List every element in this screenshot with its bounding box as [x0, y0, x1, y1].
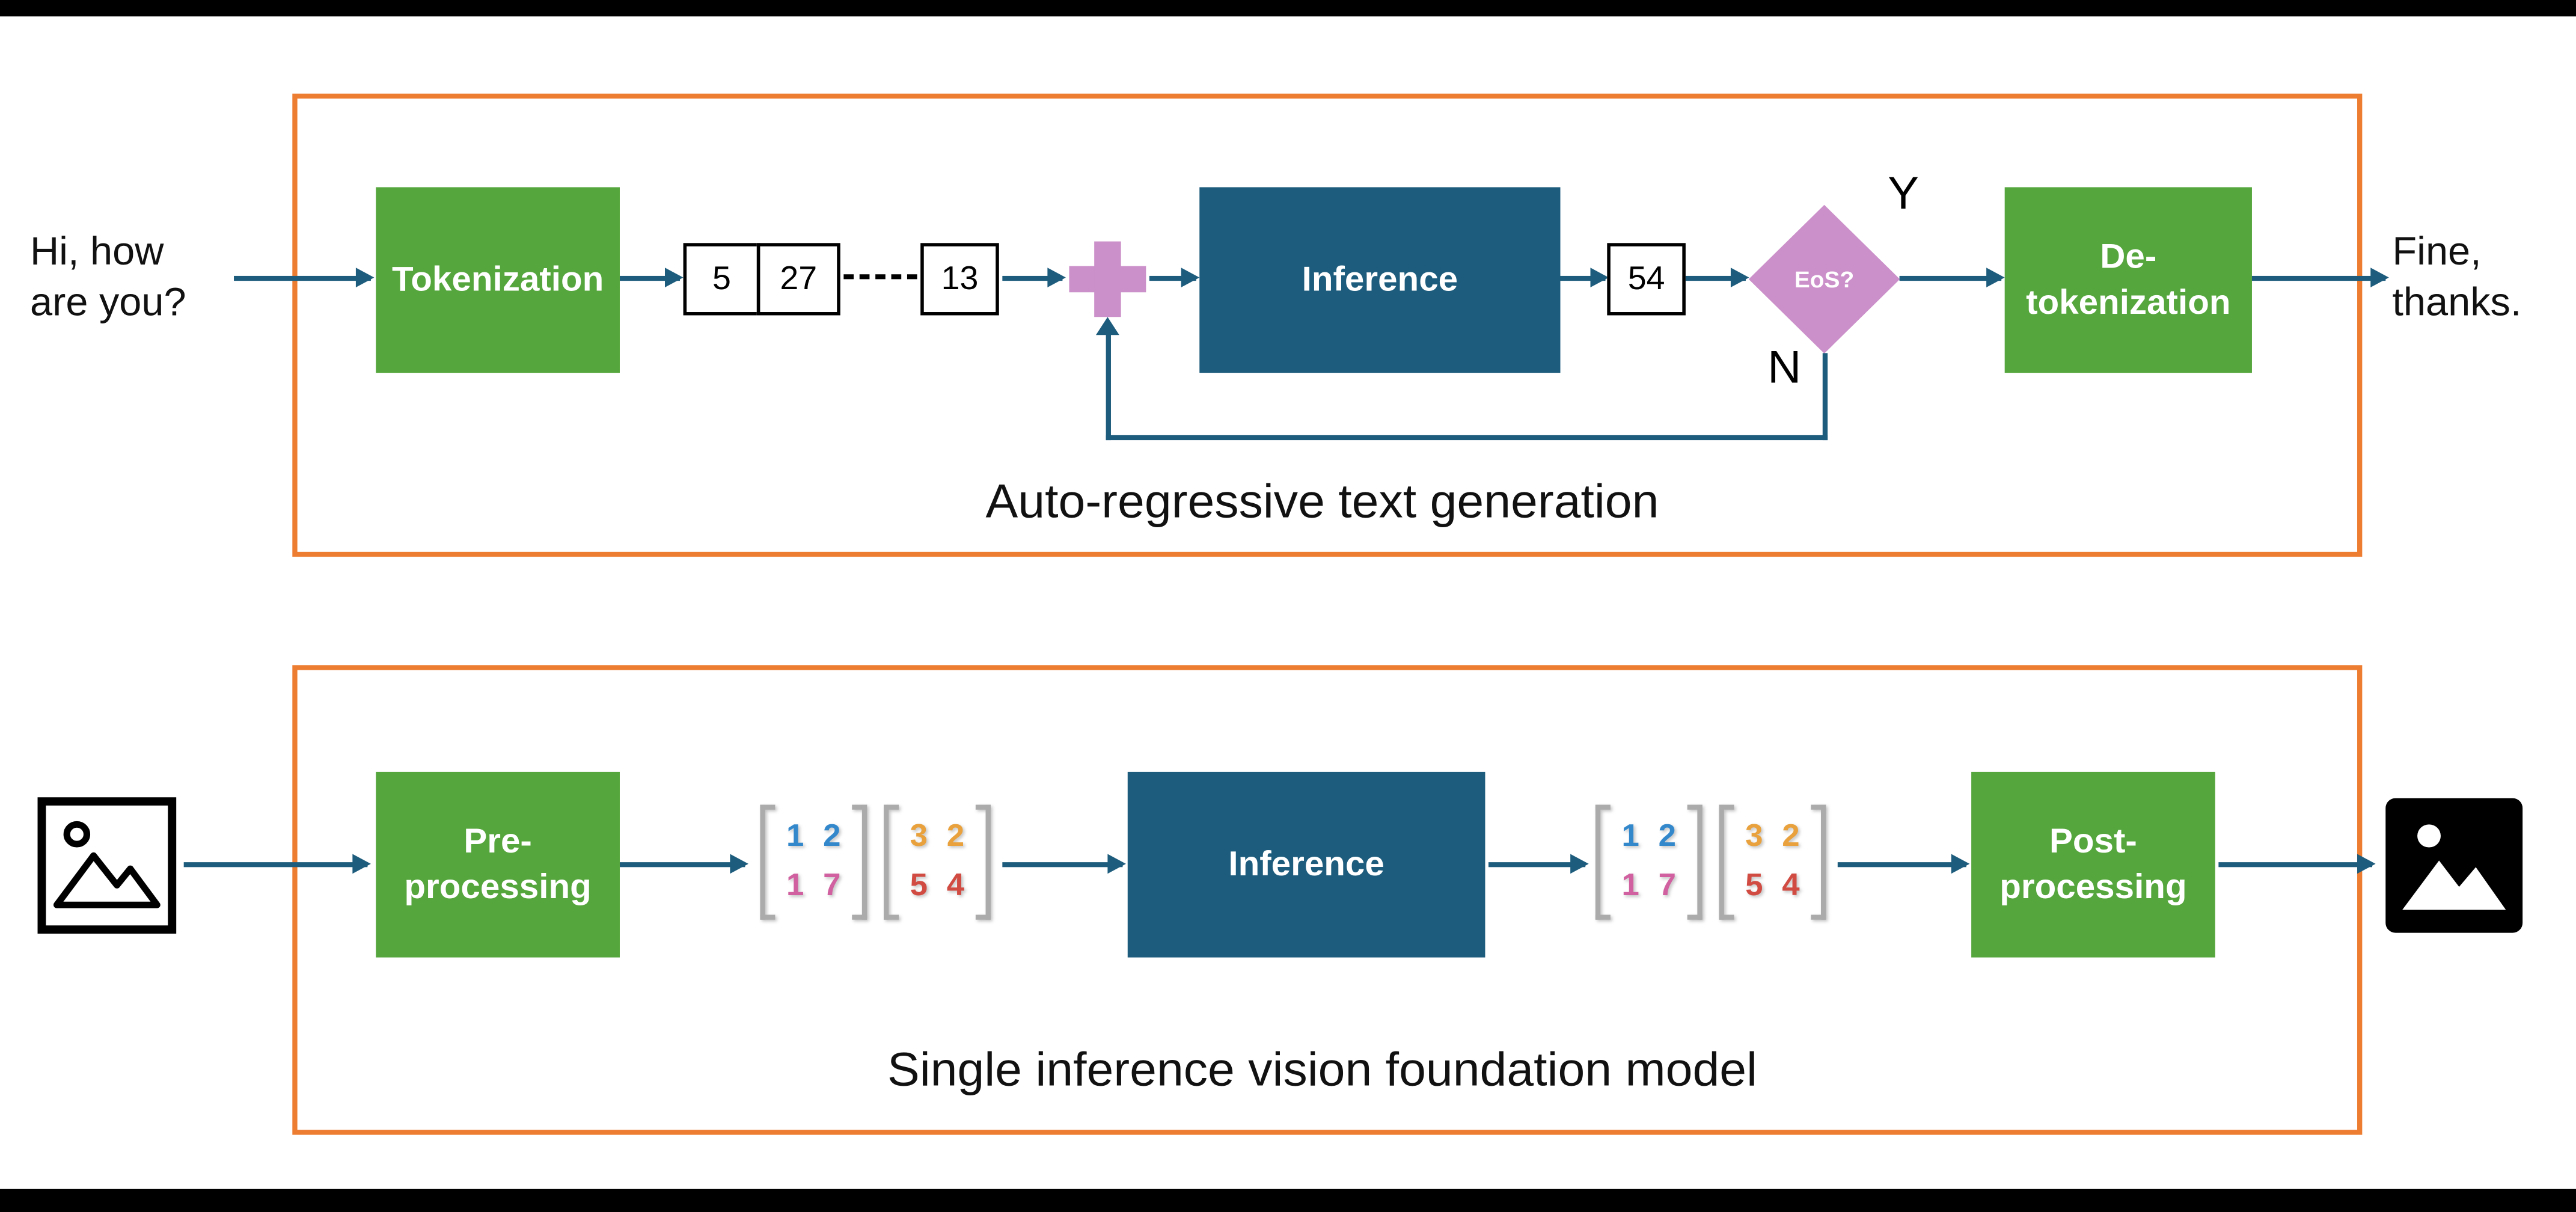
matrix-cell: 4 [946, 869, 965, 904]
flow-arrow [1560, 268, 1609, 288]
inference-box-text: Inference [1199, 187, 1561, 373]
postprocessing-box: Post- processing [1971, 771, 2215, 958]
postprocessing-line2: processing [1999, 868, 2187, 906]
matrix-cell: 3 [910, 819, 928, 854]
matrix-cell: 4 [1782, 869, 1800, 904]
text-generation-frame [292, 93, 2363, 557]
token-box: 13 [920, 243, 999, 316]
postprocessing-line1: Post- [2049, 823, 2137, 861]
loop-arrowhead-up [1095, 317, 1119, 335]
matrix-cell: 1 [1621, 869, 1639, 904]
matrix-right: 3 2 5 4 [1719, 804, 1826, 920]
flow-arrow [1837, 854, 1970, 874]
flow-arrow [1685, 268, 1749, 288]
inference-label: Inference [1302, 260, 1458, 299]
tokenization-box: Tokenization [376, 187, 620, 373]
token-box: 5 [683, 243, 760, 316]
vision-pipeline-caption: Single inference vision foundation model [887, 1044, 1758, 1097]
detokenization-line2: tokenization [2026, 283, 2231, 322]
output-token-box: 54 [1607, 243, 1686, 316]
flow-arrow [619, 268, 684, 288]
flow-arrow [234, 268, 375, 288]
matrix-cell: 2 [823, 819, 841, 854]
matrix-cell: 3 [1745, 819, 1763, 854]
postprocessing-label: Post- processing [1999, 820, 2186, 910]
tensor-matrices-output: 1 2 1 7 3 2 5 4 [1595, 804, 1826, 920]
preprocessing-line1: Pre- [463, 823, 532, 861]
token-box: 27 [756, 243, 840, 316]
output-text-line2: thanks. [2392, 281, 2522, 326]
tokenization-label: Tokenization [391, 260, 604, 299]
input-text: Hi, how are you? [30, 227, 239, 329]
matrix-right: 3 2 5 4 [884, 804, 991, 920]
flow-arrow [2218, 854, 2376, 874]
loop-line-horizontal [1105, 435, 1827, 441]
matrix-cell: 7 [823, 869, 841, 904]
detokenization-box: De- tokenization [2004, 187, 2252, 373]
no-label: N [1767, 341, 1802, 393]
input-image-icon [37, 797, 177, 943]
matrix-cell: 1 [786, 869, 804, 904]
preprocessing-label: Pre- processing [404, 820, 591, 910]
matrix-left: 1 2 1 7 [760, 804, 867, 920]
yes-label: Y [1888, 167, 1920, 219]
output-image-icon [2382, 795, 2526, 944]
flow-arrow [1149, 268, 1200, 288]
detokenization-label: De- tokenization [2026, 235, 2230, 325]
eos-label: EoS? [1794, 266, 1855, 293]
concat-plus-icon [1069, 241, 1146, 317]
flow-arrow [2251, 268, 2389, 288]
top-black-bar [0, 0, 2576, 17]
flow-arrow [1488, 854, 1589, 874]
vision-model-frame [292, 665, 2363, 1135]
text-pipeline-caption: Auto-regressive text generation [985, 476, 1659, 529]
matrix-cell: 2 [1782, 819, 1800, 854]
inference-label: Inference [1228, 845, 1384, 884]
bottom-black-bar [0, 1189, 2576, 1212]
flow-arrow [1002, 854, 1126, 874]
matrix-cell: 1 [786, 819, 804, 854]
loop-line-down [1822, 353, 1827, 441]
flow-arrow [183, 854, 371, 874]
matrix-cell: 5 [910, 869, 928, 904]
tensor-matrices-input: 1 2 1 7 3 2 5 4 [760, 804, 991, 920]
matrix-left: 1 2 1 7 [1595, 804, 1703, 920]
inference-box-vision: Inference [1127, 771, 1485, 958]
output-text-line1: Fine, [2392, 230, 2482, 275]
detokenization-line1: De- [2100, 238, 2157, 277]
preprocessing-line2: processing [404, 868, 592, 906]
matrix-cell: 7 [1658, 869, 1677, 904]
matrix-cell: 2 [946, 819, 965, 854]
matrix-cell: 2 [1658, 819, 1677, 854]
ellipsis-dashed-line [843, 274, 917, 280]
input-text-line1: Hi, how [30, 230, 164, 275]
flow-arrow [1899, 268, 2005, 288]
output-text: Fine, thanks. [2392, 227, 2576, 329]
preprocessing-box: Pre- processing [376, 771, 620, 958]
input-text-line2: are you? [30, 281, 186, 326]
flow-arrow [1002, 268, 1066, 288]
loop-line-up [1105, 333, 1110, 441]
flow-arrow [619, 854, 748, 874]
eos-decision-diamond: EoS? [1748, 204, 1900, 354]
matrix-cell: 1 [1621, 819, 1639, 854]
matrix-cell: 5 [1745, 869, 1763, 904]
